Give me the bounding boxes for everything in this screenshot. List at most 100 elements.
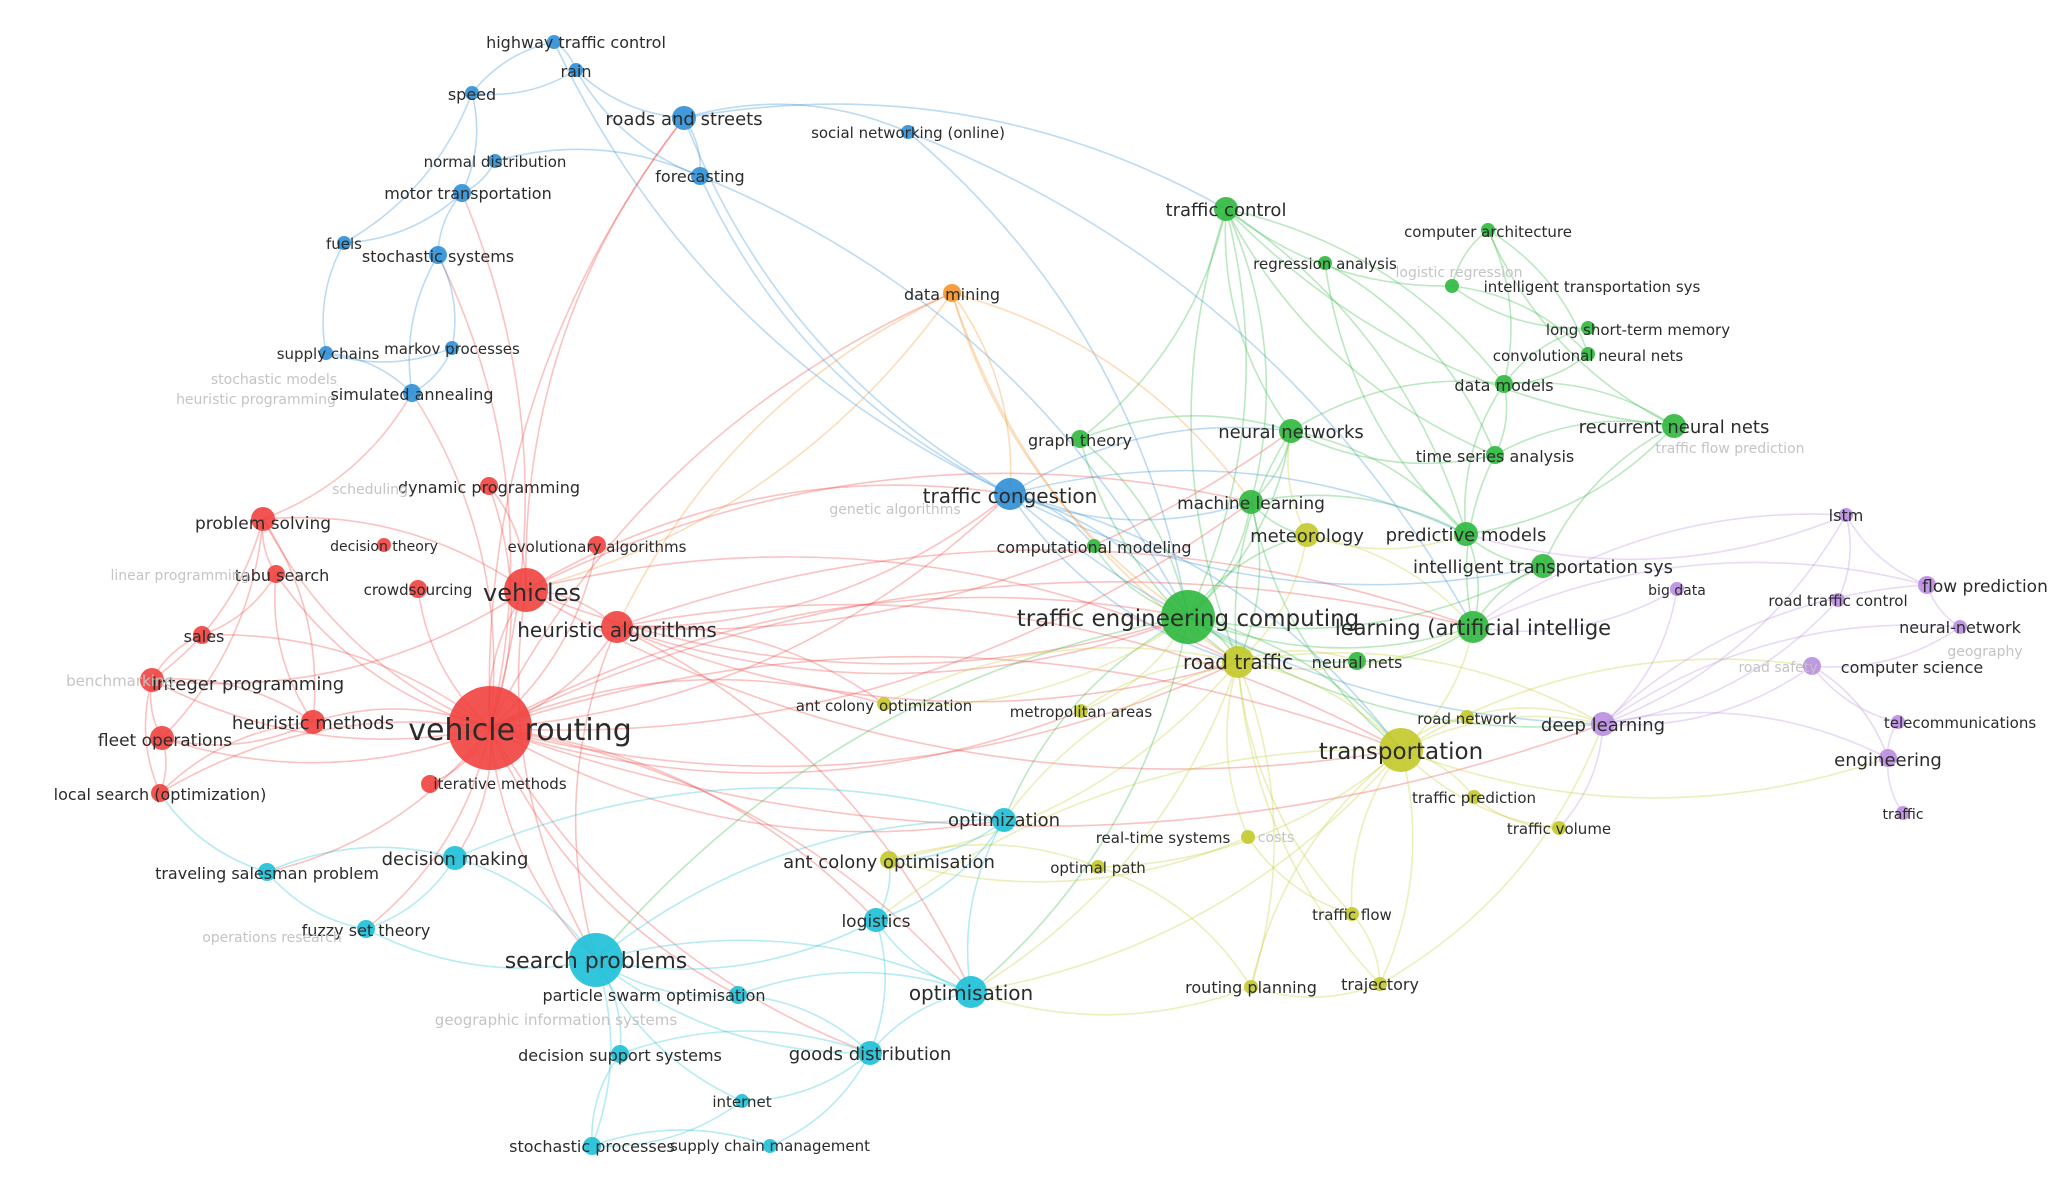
node-stochastic-processes[interactable] — [583, 1137, 601, 1155]
node-roads-and-streets[interactable] — [672, 106, 696, 130]
node-trajectory[interactable] — [1373, 977, 1387, 991]
node-normal-distribution[interactable] — [488, 154, 502, 168]
node-ant-colony-optimisation[interactable] — [880, 851, 898, 869]
node-traffic-congestion[interactable] — [994, 478, 1026, 510]
node-convolutional-neural-nets[interactable] — [1581, 347, 1595, 361]
node-traveling-salesman-problem[interactable] — [258, 863, 276, 881]
label-regression-analysis: regression analysis — [1253, 255, 1397, 273]
node-neural-nets[interactable] — [1348, 652, 1366, 670]
node-traffic-volume[interactable] — [1552, 821, 1566, 835]
node-integer-programming[interactable] — [140, 668, 164, 692]
node-vehicles[interactable] — [504, 568, 548, 612]
node-learning-artificial-intelligence[interactable] — [1457, 611, 1489, 643]
node-data-mining[interactable] — [943, 284, 961, 302]
node-real-time-systems[interactable] — [1241, 830, 1255, 844]
node-regression-analysis[interactable] — [1318, 256, 1332, 270]
node-traffic-flow[interactable] — [1345, 907, 1359, 921]
node-computational-modeling[interactable] — [1087, 539, 1101, 553]
node-neural-network[interactable] — [1953, 620, 1967, 634]
node-road-traffic[interactable] — [1222, 646, 1254, 678]
network-edge — [1351, 913, 1381, 985]
node-tabu-search[interactable] — [267, 565, 285, 583]
label-stochastic-systems: stochastic systems — [362, 247, 514, 266]
node-transportation[interactable] — [1379, 728, 1423, 772]
node-long-short-term-memory[interactable] — [1581, 321, 1595, 335]
node-machine-learning[interactable] — [1239, 490, 1263, 514]
node-decision-making[interactable] — [443, 846, 467, 870]
node-meteorology[interactable] — [1295, 523, 1319, 547]
node-traffic[interactable] — [1896, 806, 1910, 820]
node-fuels[interactable] — [337, 236, 351, 250]
node-traffic-control[interactable] — [1214, 197, 1238, 221]
node-optimal-path[interactable] — [1091, 860, 1105, 874]
node-ant-colony-optimization[interactable] — [877, 697, 891, 711]
node-local-search-optimization[interactable] — [151, 784, 169, 802]
node-heuristic-algorithms[interactable] — [601, 611, 633, 643]
label-road-safety: road safety — [1738, 660, 1817, 676]
node-particle-swarm-optimisation[interactable] — [729, 986, 747, 1004]
node-simulated-annealing[interactable] — [403, 384, 421, 402]
node-speed[interactable] — [465, 86, 479, 100]
node-rain[interactable] — [569, 63, 583, 77]
node-metropolitan-areas[interactable] — [1074, 704, 1088, 718]
label-predictive-models: predictive models — [1386, 525, 1547, 546]
node-routing-planning[interactable] — [1244, 980, 1258, 994]
node-optimization[interactable] — [992, 808, 1016, 832]
node-supply-chain-management[interactable] — [763, 1139, 777, 1153]
node-big-data[interactable] — [1670, 582, 1684, 596]
node-motor-transportation[interactable] — [453, 184, 471, 202]
node-traffic-prediction[interactable] — [1467, 790, 1481, 804]
label-machine-learning: machine learning — [1177, 494, 1325, 514]
node-crowdsourcing[interactable] — [409, 580, 427, 598]
node-time-series-analysis[interactable] — [1486, 446, 1504, 464]
node-fleet-operations[interactable] — [150, 726, 174, 750]
label-scheduling: scheduling — [332, 482, 408, 498]
node-heuristic-methods[interactable] — [301, 710, 325, 734]
node-goods-distribution[interactable] — [858, 1041, 882, 1065]
node-flow-prediction[interactable] — [1918, 576, 1936, 594]
node-evolutionary-algorithms[interactable] — [588, 536, 606, 554]
node-decision-theory[interactable] — [377, 538, 391, 552]
node-decision-support-systems[interactable] — [611, 1045, 629, 1063]
node-computer-science[interactable] — [1803, 657, 1821, 675]
node-markov-processes[interactable] — [445, 341, 459, 355]
node-dynamic-programming[interactable] — [480, 477, 498, 495]
node-sales[interactable] — [193, 626, 211, 644]
node-lstm[interactable] — [1839, 508, 1853, 522]
node-internet[interactable] — [735, 1094, 749, 1108]
node-stochastic-systems[interactable] — [429, 246, 447, 264]
node-search-problems[interactable] — [569, 933, 623, 987]
node-telecommunications[interactable] — [1891, 715, 1905, 729]
node-traffic-engineering-computing[interactable] — [1161, 590, 1215, 644]
node-neural-networks[interactable] — [1279, 419, 1303, 443]
node-vehicle-routing[interactable] — [448, 686, 532, 770]
node-highway-traffic-control[interactable] — [547, 35, 561, 49]
node-engineering[interactable] — [1879, 749, 1897, 767]
node-intelligent-transportation-sys-2[interactable] — [1531, 554, 1555, 578]
node-iterative-methods[interactable] — [421, 775, 439, 793]
network-edge — [970, 749, 1402, 993]
network-edge — [553, 41, 1011, 495]
node-data-models[interactable] — [1495, 375, 1513, 393]
node-road-traffic-control[interactable] — [1831, 593, 1845, 607]
node-optimisation[interactable] — [955, 976, 987, 1008]
node-social-networking-online[interactable] — [901, 125, 915, 139]
label-search-problems: search problems — [505, 949, 688, 974]
label-lstm: lstm — [1829, 506, 1864, 525]
node-predictive-models[interactable] — [1454, 522, 1478, 546]
network-edge — [1250, 749, 1402, 988]
node-intelligent-transportation-sys-1[interactable] — [1445, 279, 1459, 293]
node-forecasting[interactable] — [691, 167, 709, 185]
node-road-network[interactable] — [1460, 710, 1474, 724]
node-graph-theory[interactable] — [1071, 430, 1089, 448]
node-problem-solving[interactable] — [251, 507, 275, 531]
node-computer-architecture[interactable] — [1481, 223, 1495, 237]
network-edge — [325, 347, 453, 363]
node-deep-learning[interactable] — [1591, 712, 1615, 736]
node-supply-chains[interactable] — [319, 346, 333, 360]
node-fuzzy-set-theory[interactable] — [357, 920, 375, 938]
node-recurrent-neural-nets[interactable] — [1662, 414, 1686, 438]
node-logistics[interactable] — [864, 908, 888, 932]
network-edge — [525, 292, 953, 591]
